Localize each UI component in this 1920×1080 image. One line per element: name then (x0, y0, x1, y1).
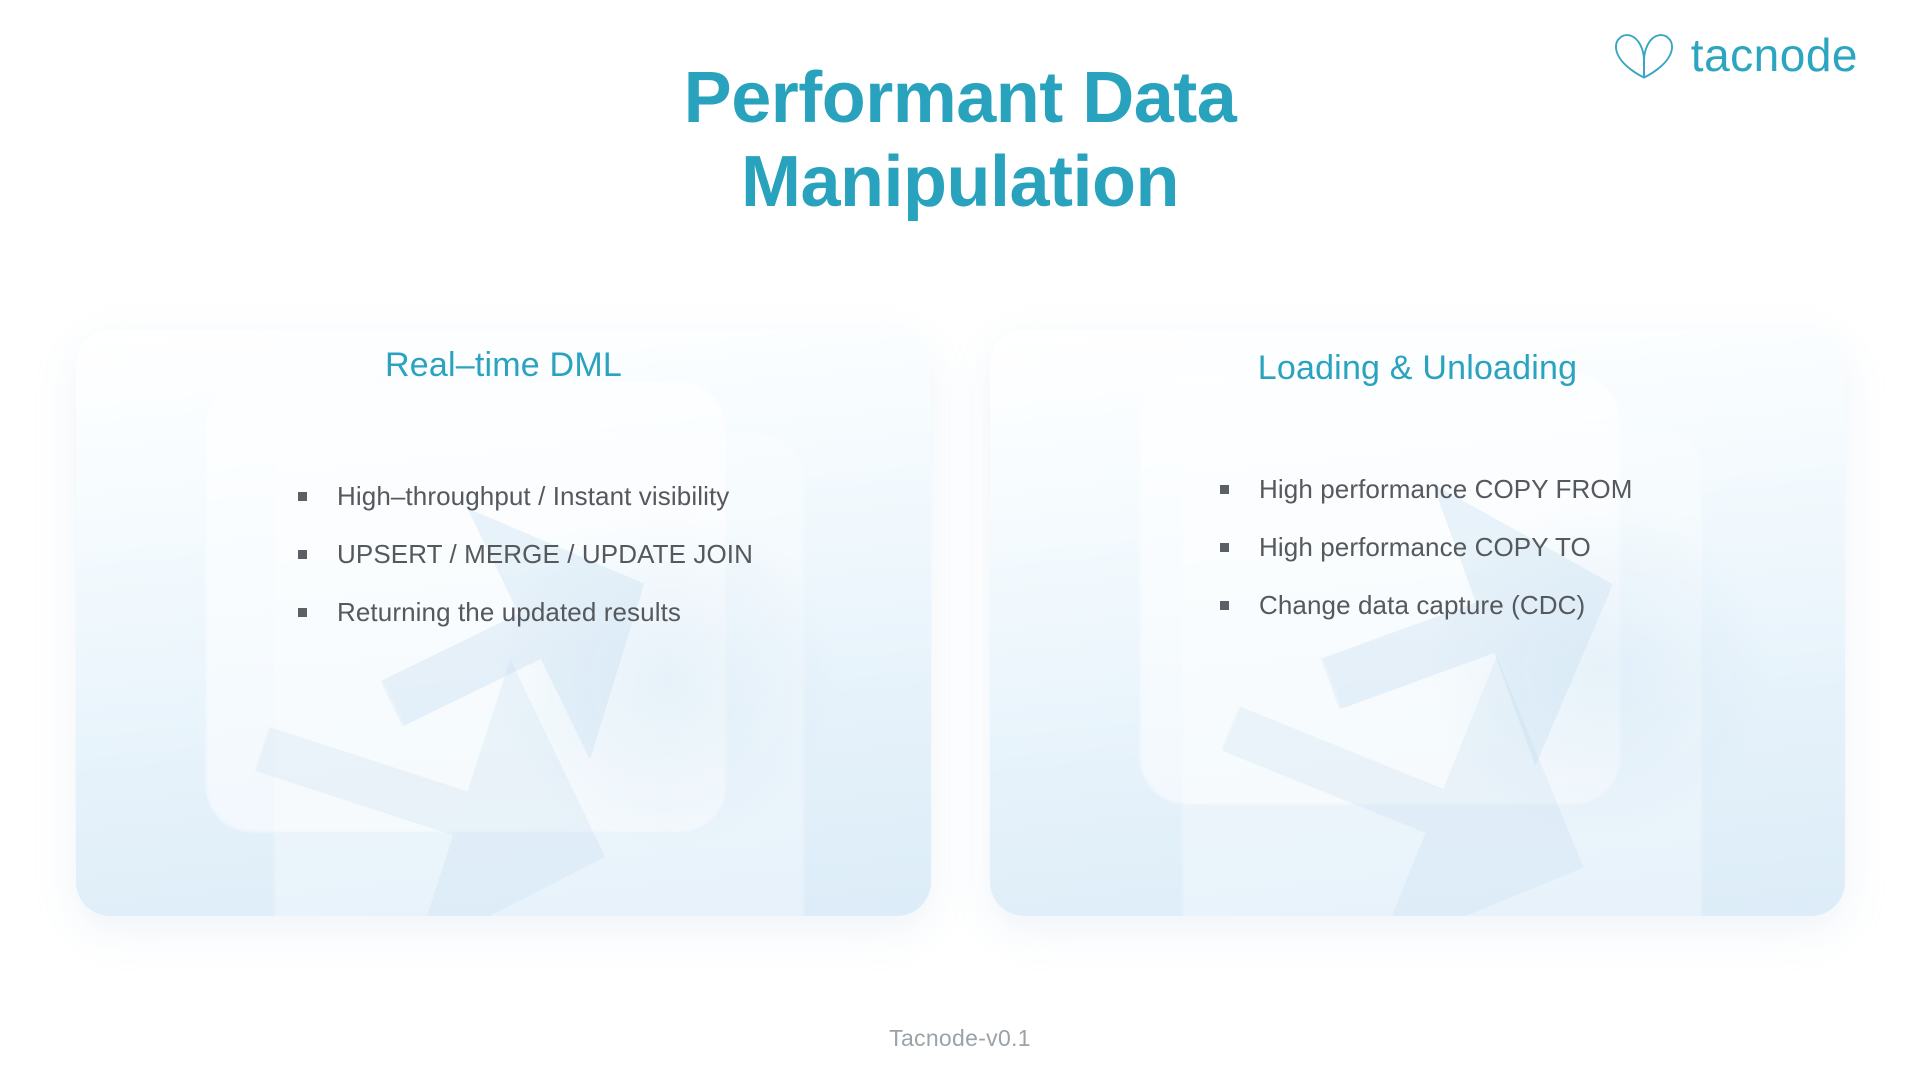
square-bullet-icon (298, 491, 307, 501)
square-bullet-icon (1220, 542, 1229, 552)
bullet-list-left: High–throughput / Instant visibility UPS… (298, 467, 753, 641)
list-item: High–throughput / Instant visibility (298, 467, 753, 525)
list-item: High performance COPY TO (1220, 518, 1632, 576)
card-heading-left: Real–time DML (385, 346, 622, 384)
square-bullet-icon (1220, 600, 1229, 610)
list-item-label: Returning the updated results (337, 597, 682, 627)
brand-logo[interactable]: tacnode (1613, 30, 1858, 80)
brand-wordmark: tacnode (1690, 29, 1858, 81)
feature-card-real-time-dml: Real–time DML High–throughput / Instant … (76, 330, 931, 916)
feature-cards-row: Real–time DML High–throughput / Instant … (0, 330, 1920, 950)
page-title: Performant Data Manipulation (0, 56, 1920, 224)
list-item: High performance COPY FROM (1220, 460, 1632, 518)
page-title-line-2: Manipulation (741, 142, 1179, 223)
square-bullet-icon (298, 549, 307, 559)
list-item: UPSERT / MERGE / UPDATE JOIN (298, 525, 753, 583)
feature-card-loading-unloading: Loading & Unloading High performance COP… (990, 330, 1845, 916)
list-item-label: UPSERT / MERGE / UPDATE JOIN (337, 539, 753, 569)
list-item-label: High performance COPY FROM (1259, 474, 1633, 504)
footer-version-label: Tacnode-v0.1 (889, 1025, 1031, 1051)
list-item: Change data capture (CDC) (1220, 576, 1632, 634)
list-item-label: Change data capture (CDC) (1259, 590, 1586, 620)
square-bullet-icon (1220, 484, 1229, 494)
list-item-label: High performance COPY TO (1259, 532, 1591, 562)
card-heading-right: Loading & Unloading (1257, 349, 1578, 387)
square-bullet-icon (298, 607, 307, 617)
bullet-list-right: High performance COPY FROM High performa… (1220, 460, 1632, 634)
list-item: Returning the updated results (298, 583, 753, 641)
list-item-label: High–throughput / Instant visibility (337, 481, 730, 511)
tacnode-butterfly-logo-icon (1613, 30, 1675, 80)
